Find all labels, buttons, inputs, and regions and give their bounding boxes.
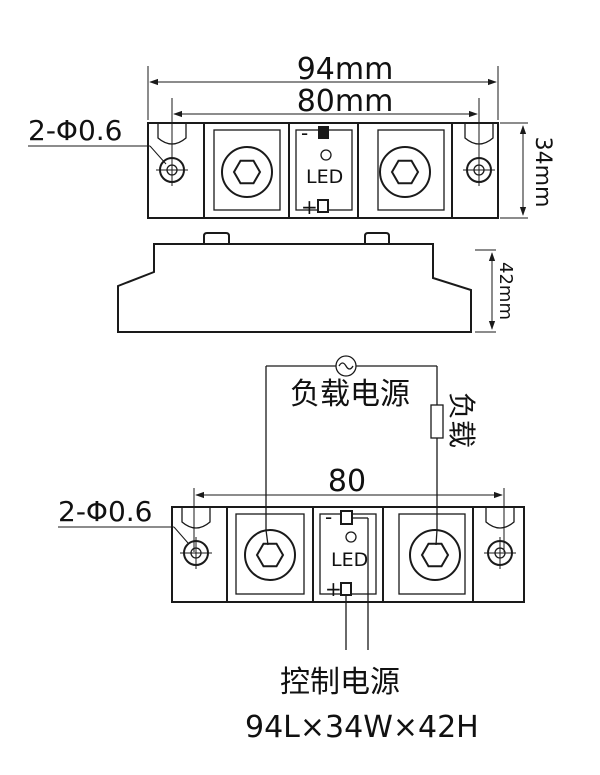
wiring-plus-sign: + (325, 577, 342, 601)
wiring-minus-sign: - (325, 505, 332, 529)
wiring-screw-terminal-left (244, 529, 296, 581)
led-indicator (320, 149, 332, 161)
relay-body-wiring (171, 506, 525, 603)
control-terminal-plus (317, 199, 329, 213)
hex-screw-right (390, 159, 420, 185)
width-label: 94mm (297, 52, 394, 87)
pitch-label: 80mm (297, 84, 394, 119)
relay-body-side (117, 243, 472, 333)
control-terminal-minus (318, 126, 329, 139)
screw-terminal-right (379, 146, 431, 198)
depth-label: 42mm (495, 262, 516, 320)
hole-label: 2-Φ0.6 (28, 114, 123, 147)
ac-source-icon (335, 355, 357, 377)
load-label: 负载 (445, 392, 478, 448)
wiring-led-label: LED (331, 549, 368, 571)
wiring-view: 负载电源 负载 80 2-Φ0.6 (58, 355, 525, 700)
wiring-screw-terminal-right (409, 529, 461, 581)
wiring-hex-screw-left (255, 542, 285, 568)
top-view: 94mm 80mm 2-Φ0.6 - (28, 52, 555, 219)
wiring-control-terminal-plus (340, 582, 352, 596)
wiring-control-terminal-minus (340, 510, 353, 525)
side-view: 42mm (117, 232, 516, 333)
wiring-led-indicator (345, 531, 357, 543)
side-terminal-left (203, 232, 230, 244)
hex-screw-left (232, 159, 262, 185)
led-label: LED (306, 166, 343, 188)
load-resistor-icon (430, 404, 444, 439)
control-supply-label: 控制电源 (280, 665, 400, 700)
dimensions-footer: 94L×34W×42H (245, 710, 479, 745)
wiring-hole-label: 2-Φ0.6 (58, 495, 153, 528)
minus-sign: - (301, 121, 308, 145)
load-supply-label: 负载电源 (290, 377, 410, 412)
wiring-pitch-label: 80 (328, 464, 366, 499)
plus-sign: + (301, 195, 318, 219)
relay-body-top (147, 122, 499, 219)
terminal-frame-left (213, 129, 281, 211)
terminal-frame-right (377, 129, 445, 211)
wiring-hex-screw-right (420, 542, 450, 568)
height-label: 34mm (530, 137, 555, 208)
screw-terminal-left (221, 146, 273, 198)
side-terminal-right (364, 232, 390, 244)
